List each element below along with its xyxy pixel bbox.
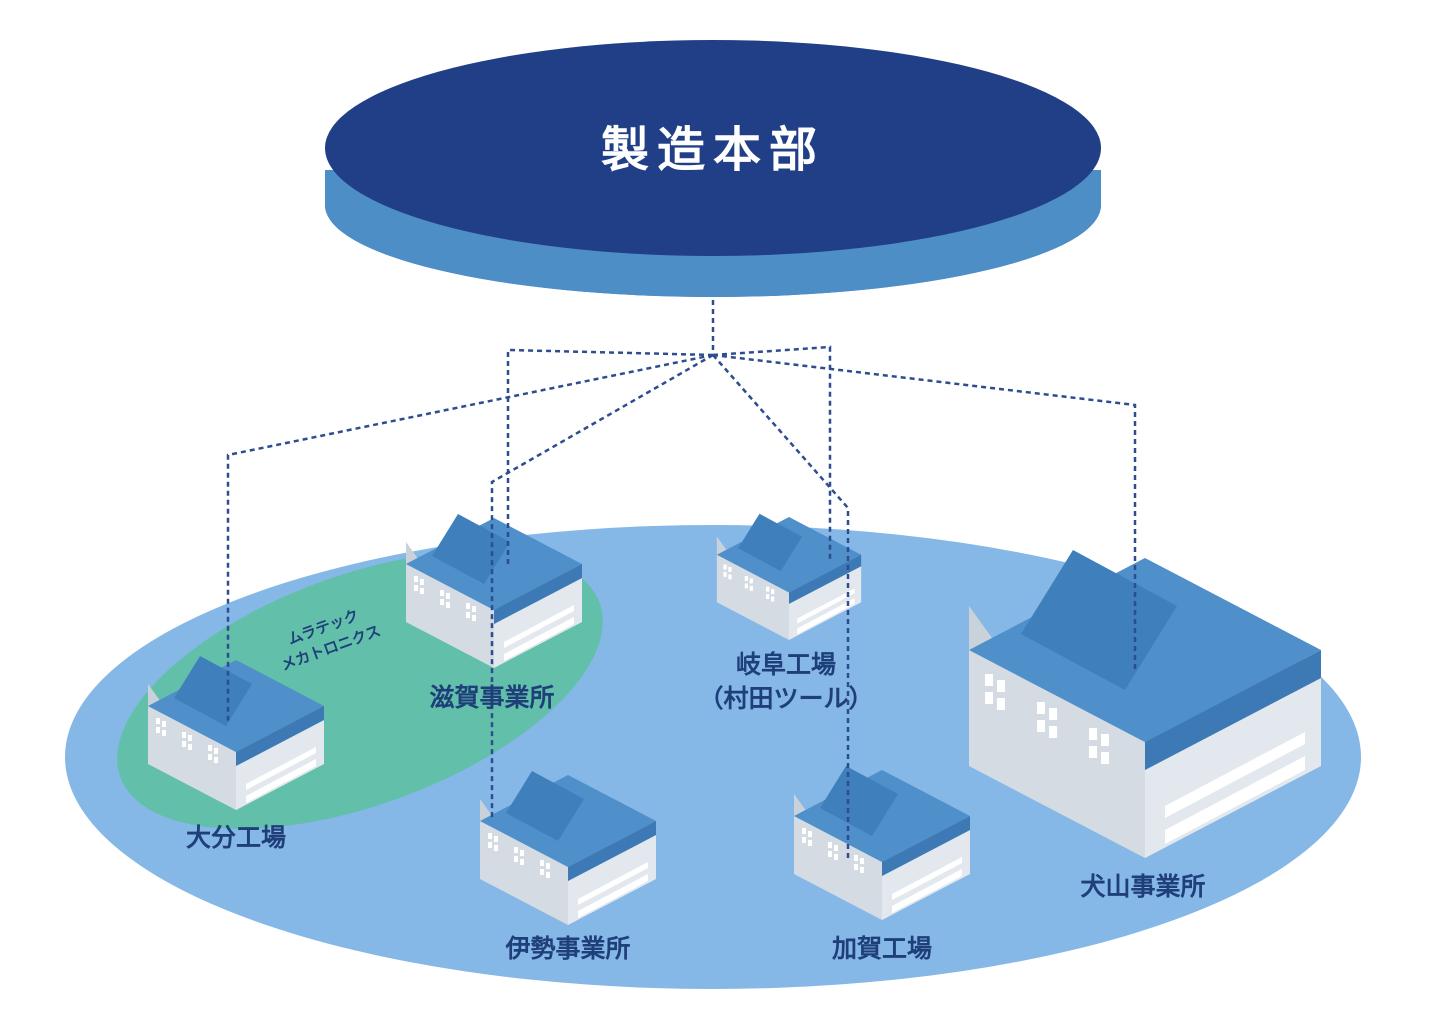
site-label-ise: 伊勢事業所 — [504, 934, 630, 963]
headquarters-disc — [325, 40, 1101, 297]
site-label-kaga: 加賀工場 — [831, 934, 932, 963]
site-label-oita: 大分工場 — [186, 823, 286, 852]
site-label-inuyama: 犬山事業所 — [1080, 872, 1205, 901]
site-label-gifu-line1: 岐阜工場 — [736, 650, 836, 679]
site-label-shiga: 滋賀事業所 — [429, 683, 554, 712]
headquarters-title: 製造本部 — [601, 122, 825, 178]
site-label-gifu-line2: （村田ツール） — [698, 684, 873, 713]
connector-lines — [226, 300, 1137, 858]
